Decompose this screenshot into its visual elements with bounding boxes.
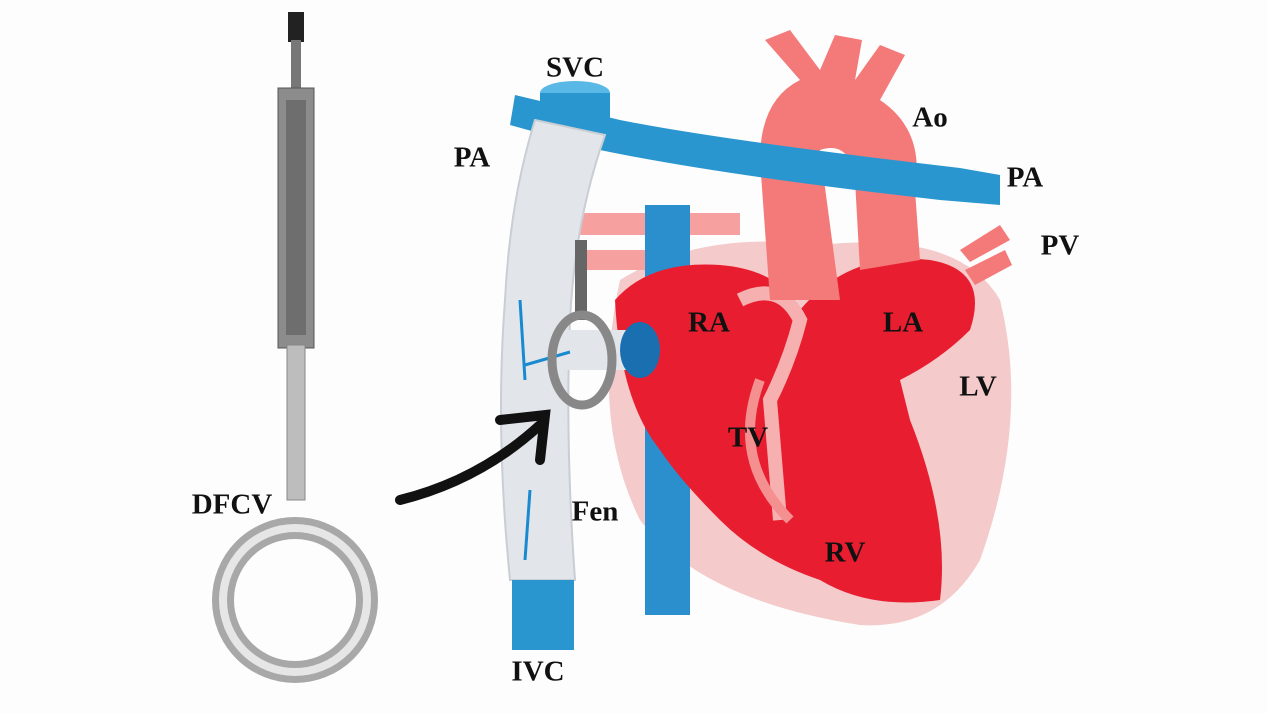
label-svc: SVC (545, 51, 605, 84)
device-placed-shaft (575, 240, 587, 320)
label-lv: LV (959, 370, 997, 403)
svc-vessel (540, 93, 610, 128)
septum (736, 286, 808, 521)
pv-vessels (960, 225, 1012, 285)
flow-arrow-rv (745, 378, 794, 524)
heart-chambers (615, 258, 975, 603)
label-la: LA (882, 306, 924, 339)
label-tv: TV (727, 421, 769, 454)
device-cap (288, 12, 304, 42)
device-ring-highlight (219, 524, 371, 676)
label-pa-right: PA (1006, 161, 1044, 194)
black-arrow (395, 420, 545, 505)
fenestration-opening (620, 322, 660, 378)
label-pa-left: PA (453, 141, 491, 174)
label-ivc: IVC (511, 655, 565, 688)
label-pv: PV (1040, 229, 1080, 262)
device-thread (286, 100, 306, 335)
dfcv-device (212, 12, 378, 683)
label-ra: RA (688, 306, 730, 339)
ivc-cuff (512, 580, 574, 650)
device-screw (291, 40, 301, 90)
black-arrowhead (495, 409, 551, 465)
label-rv: RV (824, 536, 866, 569)
label-dfcv: DFCV (191, 488, 273, 521)
aorta (760, 30, 920, 300)
label-ao: Ao (912, 101, 948, 134)
label-fen: Fen (571, 495, 619, 528)
device-placed-ring (547, 310, 617, 410)
flow-arrows (518, 299, 571, 561)
device-shaft (286, 344, 306, 501)
pulmonary-artery (510, 95, 1000, 205)
